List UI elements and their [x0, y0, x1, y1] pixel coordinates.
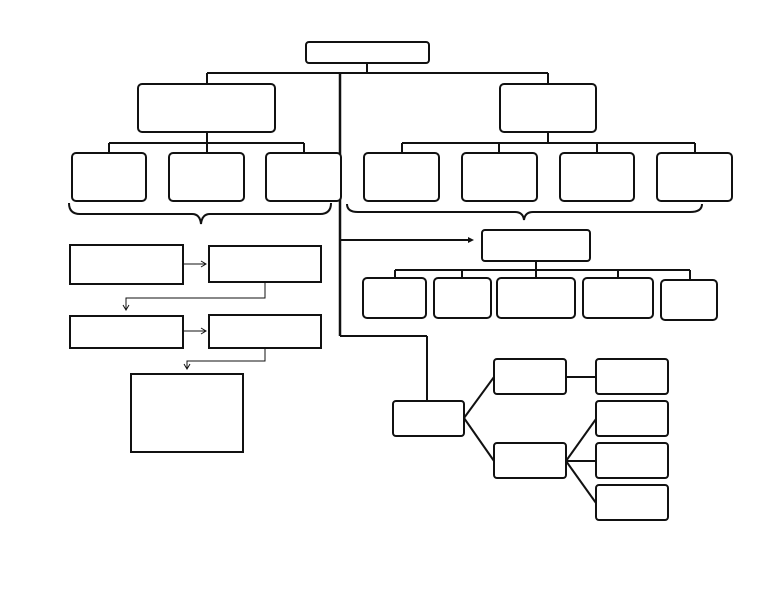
arrowhead-right-icon — [468, 237, 474, 243]
middle-child-node[interactable] — [433, 277, 492, 319]
middle-child-node[interactable] — [496, 277, 576, 319]
middle-child-node[interactable] — [660, 279, 718, 321]
flow-arrow-down-left — [122, 282, 266, 311]
flow-step-box[interactable] — [208, 245, 322, 283]
tree-leaf-node[interactable] — [595, 400, 669, 437]
left-brace — [68, 202, 332, 225]
flow-step-box[interactable] — [208, 314, 322, 349]
right-brace — [346, 203, 703, 221]
left-branch-node[interactable] — [137, 83, 276, 133]
root-node[interactable] — [305, 41, 430, 64]
right-child-node[interactable] — [559, 152, 635, 202]
tree-leaf-node[interactable] — [595, 442, 669, 479]
right-branch-connectors — [401, 132, 696, 153]
right-branch-node[interactable] — [499, 83, 597, 133]
flow-arrow-down-left — [183, 348, 266, 370]
tree-leaf-node[interactable] — [595, 358, 669, 395]
flow-step-box[interactable] — [130, 373, 244, 453]
middle-branch-node[interactable] — [481, 229, 591, 262]
top-connectors — [206, 63, 549, 84]
tree-connectors — [463, 376, 597, 504]
left-child-node[interactable] — [168, 152, 245, 202]
right-child-node[interactable] — [461, 152, 538, 202]
flow-step-box[interactable] — [69, 244, 184, 285]
left-child-node[interactable] — [71, 152, 147, 202]
tree-mid-node[interactable] — [493, 442, 567, 479]
left-branch-connectors — [108, 132, 305, 153]
flow-step-box[interactable] — [69, 315, 184, 349]
tree-mid-node[interactable] — [493, 358, 567, 395]
tree-root-node[interactable] — [392, 400, 465, 437]
right-child-node[interactable] — [363, 152, 440, 202]
middle-branch-connectors — [394, 261, 691, 280]
flow-arrow-right — [183, 260, 207, 268]
trunk-connector — [338, 73, 474, 401]
middle-child-node[interactable] — [582, 277, 654, 319]
middle-child-node[interactable] — [362, 277, 427, 319]
right-child-node[interactable] — [656, 152, 733, 202]
flow-arrow-right — [183, 327, 207, 335]
left-child-node[interactable] — [265, 152, 342, 202]
tree-leaf-node[interactable] — [595, 484, 669, 521]
